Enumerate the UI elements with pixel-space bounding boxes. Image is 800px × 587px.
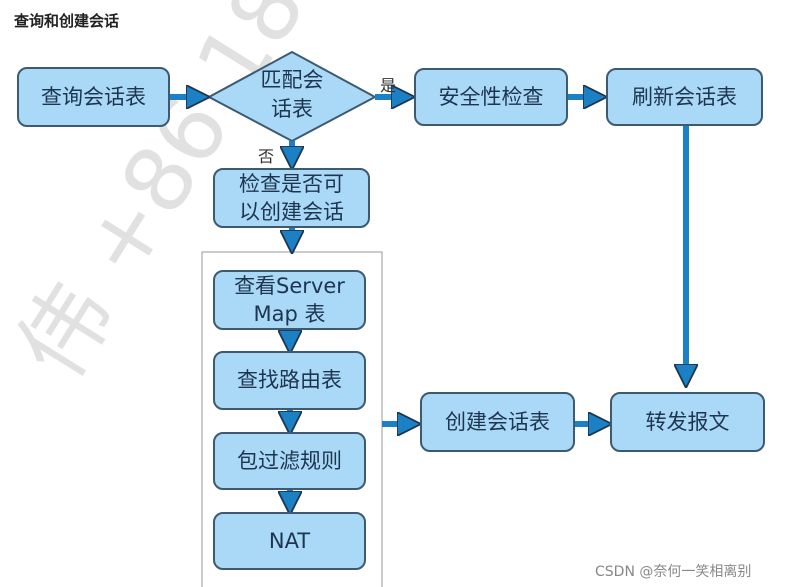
yes-label: 是	[380, 76, 397, 95]
node-security-check: 安全性检查	[414, 68, 568, 126]
page-title: 查询和创建会话	[14, 12, 120, 30]
node-text: 以创建会话	[239, 200, 344, 224]
node-text: 查看Server	[234, 273, 345, 298]
node-check-can-create: 检查是否可 以创建会话	[213, 168, 370, 228]
no-label: 否	[258, 147, 275, 166]
footer-credit: CSDN @奈何一笑相离别	[595, 564, 752, 580]
node-refresh-session-table: 刷新会话表	[606, 68, 763, 126]
node-packet-filter: 包过滤规则	[213, 432, 366, 490]
node-match-session-table: 匹配会 话表	[232, 66, 352, 125]
node-text: 话表	[271, 97, 313, 122]
node-forward-packet: 转发报文	[610, 392, 765, 452]
node-server-map: 查看Server Map 表	[213, 270, 366, 330]
node-nat: NAT	[213, 512, 366, 570]
node-text: 检查是否可	[239, 171, 344, 196]
node-query-session-table: 查询会话表	[17, 67, 170, 127]
node-route-lookup: 查找路由表	[213, 351, 366, 410]
node-create-session-table: 创建会话表	[420, 392, 575, 452]
node-text: Map 表	[253, 302, 326, 326]
node-text: 匹配会	[260, 68, 324, 92]
